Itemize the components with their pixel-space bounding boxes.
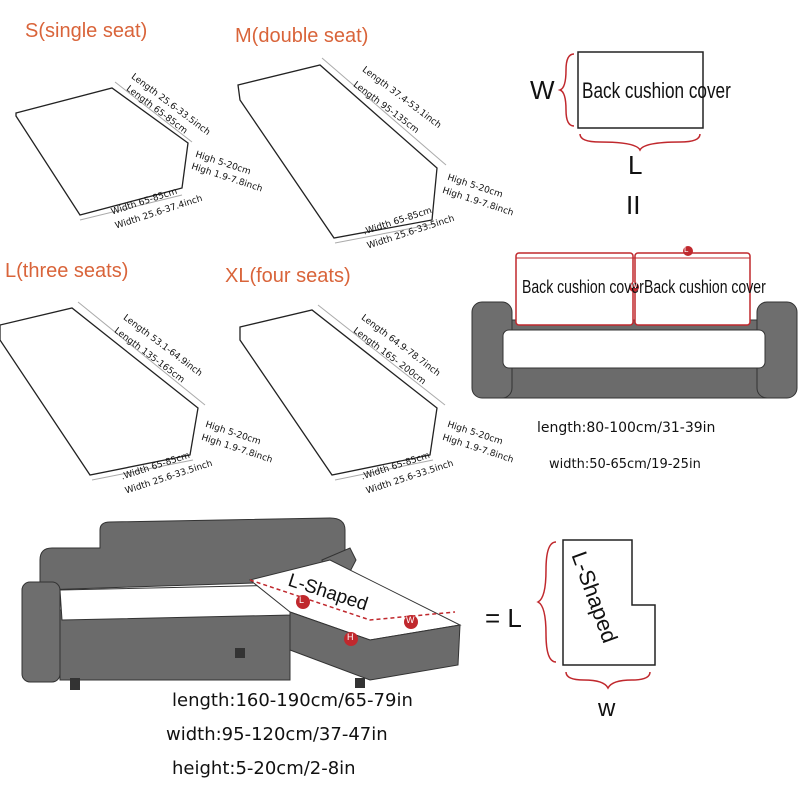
sofa-cushion-label-right: Back cushion cover (644, 277, 766, 297)
back-cushion-box-label: Back cushion cover (582, 78, 731, 103)
marker-l: L (299, 595, 305, 605)
size-title-s: S(single seat) (25, 20, 148, 42)
l-length-spec: length:160-190cm/65-79in (172, 690, 413, 711)
marker-w: W (630, 281, 638, 290)
cushion-s (15, 87, 189, 216)
back-width-spec: width:50-65cm/19-25in (549, 457, 701, 472)
w-label-bottom: w (598, 695, 616, 722)
back-length-spec: length:80-100cm/31-39in (537, 420, 716, 436)
cushion-xl (239, 309, 438, 476)
equals-vertical: II (626, 190, 641, 220)
l-width-spec: width:95-120cm/37-47in (166, 724, 388, 745)
marker-w: W (406, 615, 415, 625)
l-label: L (628, 150, 643, 180)
sofa-straight (471, 246, 798, 399)
back-cushion-box (577, 51, 704, 129)
cushion-m (237, 64, 438, 239)
sofa-cushion-label-left: Back cushion cover (522, 277, 644, 297)
sofa-l-shaped (21, 517, 462, 690)
cushion-l (0, 307, 199, 476)
equals-l: = L (485, 603, 522, 633)
marker-h: H (347, 632, 354, 642)
w-label: W (530, 75, 555, 105)
size-title-xl: XL(four seats) (225, 265, 351, 287)
marker-l: L (684, 245, 689, 254)
l-shaped-outline (562, 539, 656, 666)
size-title-l: L(three seats) (5, 260, 129, 282)
size-title-m: M(double seat) (235, 25, 369, 47)
l-height-spec: height:5-20cm/2-8in (172, 758, 356, 779)
